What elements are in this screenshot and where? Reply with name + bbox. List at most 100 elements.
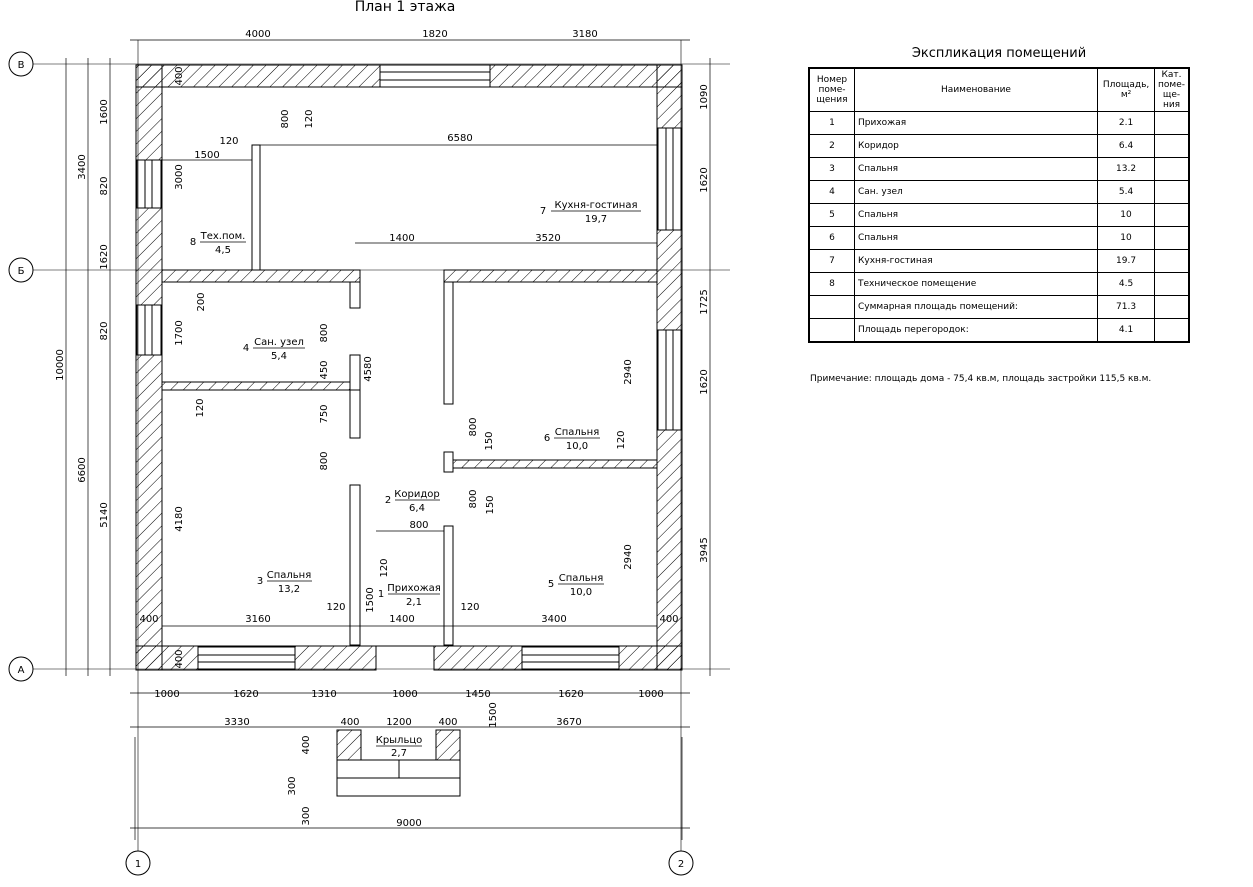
dim-1500b: 1500	[365, 587, 376, 612]
dim-3000: 3000	[174, 164, 185, 189]
svg-text:Коридор: Коридор	[394, 489, 439, 500]
dim-bottom-total: 9000	[396, 818, 421, 829]
svg-text:6: 6	[544, 433, 550, 444]
dim-top-1820: 1820	[422, 29, 447, 40]
dim-300a: 300	[287, 776, 298, 795]
dim-1400a: 1400	[389, 233, 414, 244]
dim-800a: 800	[280, 109, 291, 128]
dim-1400b: 1400	[389, 614, 414, 625]
plan-title: План 1 этажа	[355, 0, 456, 15]
svg-text:10,0: 10,0	[570, 587, 592, 598]
axis-label-1: 1	[135, 859, 141, 870]
svg-text:3: 3	[257, 576, 263, 587]
room-label-hallway: 1 Прихожая 2,1	[378, 583, 441, 608]
dim-120a: 120	[219, 136, 238, 147]
dim-120b: 120	[304, 109, 315, 128]
explication-title: Экспликация помещений	[911, 46, 1087, 61]
axis-markers: В Б А 1 2	[8, 40, 730, 876]
dim-left-1620: 1620	[99, 244, 110, 269]
dim-bottom-3670: 3670	[556, 717, 581, 728]
svg-text:5: 5	[548, 579, 554, 590]
table-row: Суммарная площадь помещений:71.3	[808, 295, 1190, 319]
interior-walls	[161, 86, 658, 647]
dim-800b: 800	[319, 323, 330, 342]
dim-3400: 3400	[541, 614, 566, 625]
dim-2940a: 2940	[623, 359, 634, 384]
svg-text:Крыльцо: Крыльцо	[376, 735, 423, 746]
axis-label-b: Б	[18, 266, 25, 277]
dim-4580: 4580	[363, 356, 374, 381]
dim-300b: 300	[301, 806, 312, 825]
dim-400a: 400	[139, 614, 158, 625]
room-label-bedroom-3: 3 Спальня 13,2	[257, 570, 312, 595]
svg-text:2,1: 2,1	[406, 597, 422, 608]
svg-text:Кухня-гостиная: Кухня-гостиная	[555, 200, 638, 211]
svg-text:Спальня: Спальня	[559, 573, 604, 584]
dim-450: 450	[319, 360, 330, 379]
dim-bottom-1200: 1200	[386, 717, 411, 728]
dim-200: 200	[196, 292, 207, 311]
dim-bottom-1620a: 1620	[233, 689, 258, 700]
dim-150a: 150	[484, 431, 495, 450]
svg-text:5,4: 5,4	[271, 351, 287, 362]
dim-right-1620b: 1620	[699, 369, 710, 394]
dim-bottom-1000c: 1000	[638, 689, 663, 700]
dim-bottom-3330: 3330	[224, 717, 249, 728]
col-header-number: Номер поме-щения	[808, 67, 855, 112]
dim-top-4000: 4000	[245, 29, 270, 40]
room-label-porch: Крыльцо 2,7	[376, 735, 423, 759]
svg-text:2,7: 2,7	[391, 748, 407, 759]
dim-6580: 6580	[447, 133, 472, 144]
dim-400c: 400	[174, 66, 185, 85]
dim-150b: 150	[485, 495, 496, 514]
svg-text:6,4: 6,4	[409, 503, 425, 514]
dimension-lines	[65, 39, 711, 840]
svg-text:Спальня: Спальня	[267, 570, 312, 581]
dim-left-5140: 5140	[99, 502, 110, 527]
room-label-corridor: 2 Коридор 6,4	[385, 489, 440, 514]
room-label-kitchen: 7 Кухня-гостиная 19,7	[540, 200, 641, 225]
dim-1700: 1700	[174, 320, 185, 345]
svg-text:Сан. узел: Сан. узел	[254, 337, 304, 348]
dim-top-3180: 3180	[572, 29, 597, 40]
dim-400e: 400	[301, 735, 312, 754]
dim-800f: 800	[409, 520, 428, 531]
dim-left-820a: 820	[99, 176, 110, 195]
table-row: Площадь перегородок:4.1	[808, 318, 1190, 343]
svg-text:10,0: 10,0	[566, 441, 588, 452]
svg-text:1: 1	[378, 589, 384, 600]
svg-text:Тех.пом.: Тех.пом.	[200, 231, 246, 242]
dim-left-6600: 6600	[77, 457, 88, 482]
dim-right-1725: 1725	[699, 289, 710, 314]
svg-text:Прихожая: Прихожая	[387, 583, 441, 594]
dim-120e: 120	[379, 558, 390, 577]
room-label-bedroom-5: 5 Спальня 10,0	[548, 573, 604, 598]
explication-table: Номер поме-щения Наименование Площадь, м…	[808, 67, 1190, 343]
dim-400d: 400	[174, 649, 185, 668]
dim-left-1600: 1600	[99, 99, 110, 124]
dim-4180: 4180	[174, 506, 185, 531]
axis-label-a: А	[18, 665, 25, 676]
room-label-bedroom-6: 6 Спальня 10,0	[544, 427, 600, 452]
col-header-name: Наименование	[853, 67, 1099, 112]
dim-120g: 120	[460, 602, 479, 613]
dim-left-10000: 10000	[55, 349, 66, 381]
dim-120d: 120	[616, 430, 627, 449]
dim-400b: 400	[659, 614, 678, 625]
svg-text:8: 8	[190, 237, 196, 248]
col-header-area: Площадь, м²	[1097, 67, 1156, 112]
porch	[336, 729, 461, 797]
dim-2940b: 2940	[623, 544, 634, 569]
svg-text:19,7: 19,7	[585, 214, 607, 225]
dim-800e: 800	[468, 489, 479, 508]
dim-left-820b: 820	[99, 321, 110, 340]
axis-label-v: В	[18, 60, 25, 71]
axis-label-2: 2	[678, 859, 684, 870]
